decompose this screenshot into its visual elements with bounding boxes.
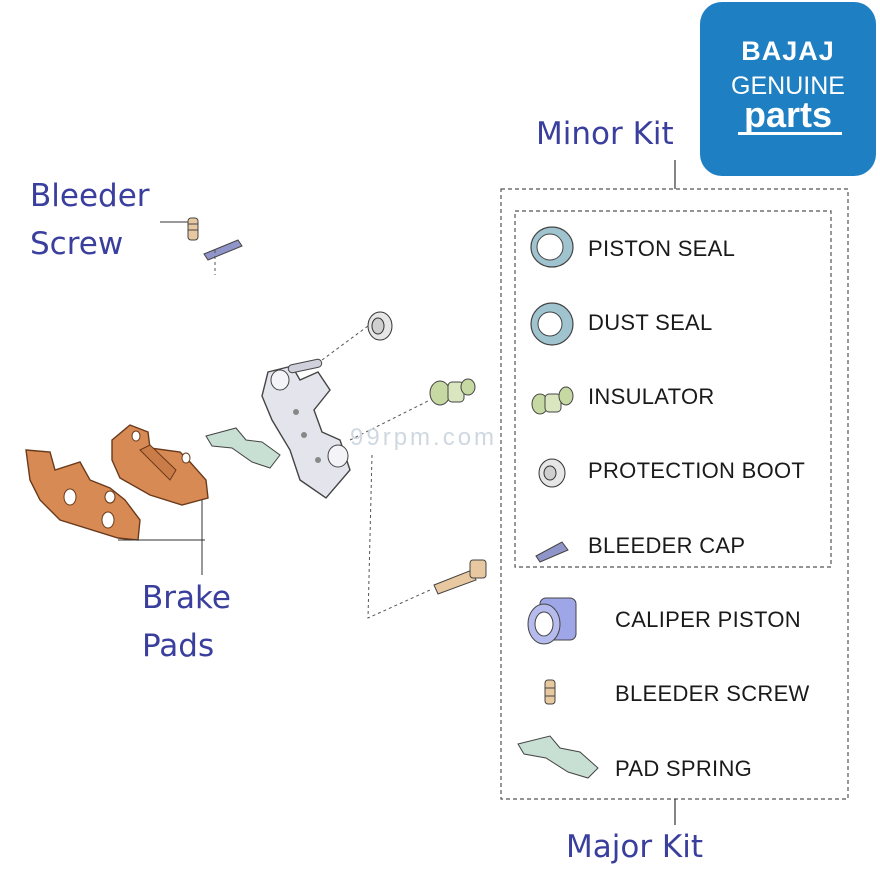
major-kit-callout: Major Kit	[566, 829, 704, 865]
dust-seal-icon	[530, 302, 574, 346]
label-pad-spring: PAD SPRING	[615, 756, 753, 781]
brake-pads-callout-line2: Pads	[142, 628, 215, 664]
logo-brand: BAJAJ	[741, 36, 835, 66]
protection-boot-icon	[538, 458, 566, 488]
major-kit-box	[500, 188, 849, 800]
bleeder-screw-icon	[544, 679, 556, 705]
bleeder-callout-line1: Bleeder	[30, 178, 150, 214]
brake-pads-callout-line1: Brake	[142, 580, 231, 616]
caliper-bracket	[261, 358, 351, 499]
brake-pad-front	[111, 424, 209, 506]
label-insulator: INSULATOR	[588, 384, 715, 409]
protection-boot-part	[367, 311, 393, 341]
logo-genuine: GENUINE	[731, 72, 845, 100]
label-bleeder-cap: BLEEDER CAP	[588, 533, 746, 558]
piston-seal-icon	[530, 226, 574, 268]
bleeder-callout-line2: Screw	[30, 226, 124, 262]
pad-spring-icon	[517, 735, 599, 779]
pad-spring-part	[205, 427, 281, 469]
watermark: 99rpm.com	[350, 424, 498, 451]
logo-parts: parts	[743, 94, 833, 135]
minor-kit-box	[514, 210, 832, 568]
brake-pad-back	[25, 449, 141, 541]
label-dust-seal: DUST SEAL	[588, 310, 713, 335]
label-caliper-piston: CALIPER PISTON	[615, 607, 801, 632]
label-bleeder-screw: BLEEDER SCREW	[615, 681, 810, 706]
bleeder-cap-icon	[535, 541, 569, 563]
minor-kit-callout: Minor Kit	[536, 116, 674, 152]
bleeder-screw-callout: Bleeder Screw	[30, 172, 150, 268]
mounting-bolt-part	[433, 559, 487, 595]
logo-underline	[738, 132, 842, 135]
bajaj-genuine-parts-logo: BAJAJ GENUINE parts	[700, 2, 876, 176]
insulator-icon	[531, 386, 574, 415]
label-piston-seal: PISTON SEAL	[588, 236, 736, 261]
label-protection-boot: PROTECTION BOOT	[588, 458, 806, 483]
brake-pads-callout: Brake Pads	[142, 574, 231, 670]
caliper-piston-icon	[527, 597, 577, 645]
insulator-part	[429, 378, 476, 406]
bleeder-screw-part	[187, 217, 243, 275]
